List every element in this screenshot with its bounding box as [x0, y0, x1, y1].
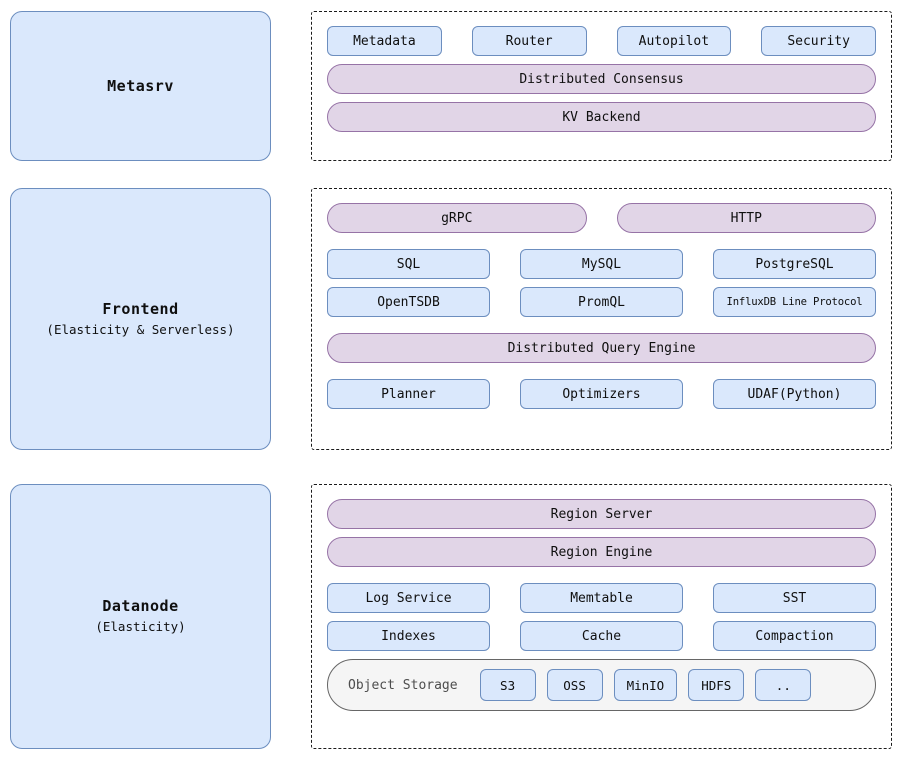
- object-storage-container: Object Storage S3 OSS MinIO HDFS ..: [327, 659, 876, 711]
- box-cache[interactable]: Cache: [520, 621, 683, 651]
- box-sql[interactable]: SQL: [327, 249, 490, 279]
- box-optimizers[interactable]: Optimizers: [520, 379, 683, 409]
- node-title: Frontend: [102, 299, 179, 318]
- object-storage-label: Object Storage: [348, 677, 458, 693]
- node-title: Metasrv: [107, 76, 174, 95]
- box-postgresql[interactable]: PostgreSQL: [713, 249, 876, 279]
- box-planner[interactable]: Planner: [327, 379, 490, 409]
- box-metadata[interactable]: Metadata: [327, 26, 442, 56]
- chip-hdfs[interactable]: HDFS: [688, 669, 745, 701]
- node-panel-datanode: Datanode (Elasticity): [10, 484, 271, 749]
- group-metasrv: Metadata Router Autopilot Security Distr…: [311, 11, 892, 161]
- row-storage-components-1: Log Service Memtable SST: [327, 583, 876, 613]
- box-http[interactable]: HTTP: [616, 203, 876, 233]
- row-kv-backend: KV Backend: [327, 102, 876, 132]
- group-frontend: gRPC HTTP SQL MySQL PostgreSQL OpenTSDB …: [311, 188, 892, 450]
- box-memtable[interactable]: Memtable: [520, 583, 683, 613]
- box-mysql[interactable]: MySQL: [520, 249, 683, 279]
- group-inner: Region Server Region Engine Log Service …: [327, 499, 876, 734]
- box-udaf-python[interactable]: UDAF(Python): [713, 379, 876, 409]
- node-panel-frontend: Frontend (Elasticity & Serverless): [10, 188, 271, 450]
- box-sst[interactable]: SST: [713, 583, 876, 613]
- box-autopilot[interactable]: Autopilot: [616, 26, 732, 56]
- node-subtitle: (Elasticity & Serverless): [46, 321, 235, 337]
- row-protocols-transport: gRPC HTTP: [327, 203, 876, 233]
- row-engine-components: Planner Optimizers UDAF(Python): [327, 379, 876, 409]
- row-distributed-consensus: Distributed Consensus: [327, 64, 876, 94]
- box-region-engine[interactable]: Region Engine: [327, 537, 876, 567]
- box-distributed-consensus[interactable]: Distributed Consensus: [327, 64, 876, 94]
- box-distributed-query-engine[interactable]: Distributed Query Engine: [327, 333, 876, 363]
- row-query-protocols-2: OpenTSDB PromQL InfluxDB Line Protocol: [327, 287, 876, 317]
- group-inner: Metadata Router Autopilot Security Distr…: [327, 26, 876, 146]
- chip-s3[interactable]: S3: [479, 669, 536, 701]
- box-opentsdb[interactable]: OpenTSDB: [327, 287, 490, 317]
- row-query-protocols-1: SQL MySQL PostgreSQL: [327, 249, 876, 279]
- box-grpc[interactable]: gRPC: [327, 203, 587, 233]
- box-influxdb-line-protocol[interactable]: InfluxDB Line Protocol: [713, 287, 876, 317]
- row-region-engine: Region Engine: [327, 537, 876, 567]
- row-region-server: Region Server: [327, 499, 876, 529]
- chip-minio[interactable]: MinIO: [613, 669, 678, 701]
- node-title: Datanode: [102, 597, 179, 616]
- row-storage-components-2: Indexes Cache Compaction: [327, 621, 876, 651]
- box-indexes[interactable]: Indexes: [327, 621, 490, 651]
- group-datanode: Region Server Region Engine Log Service …: [311, 484, 892, 749]
- chip-oss[interactable]: OSS: [546, 669, 603, 701]
- node-subtitle: (Elasticity): [95, 619, 186, 635]
- node-panel-metasrv: Metasrv: [10, 11, 271, 161]
- box-log-service[interactable]: Log Service: [327, 583, 490, 613]
- box-promql[interactable]: PromQL: [520, 287, 683, 317]
- row-distributed-query-engine: Distributed Query Engine: [327, 333, 876, 363]
- group-inner: gRPC HTTP SQL MySQL PostgreSQL OpenTSDB …: [327, 203, 876, 435]
- chip-more[interactable]: ..: [755, 669, 812, 701]
- box-region-server[interactable]: Region Server: [327, 499, 876, 529]
- box-kv-backend[interactable]: KV Backend: [327, 102, 876, 132]
- box-compaction[interactable]: Compaction: [713, 621, 876, 651]
- row-metasrv-services: Metadata Router Autopilot Security: [327, 26, 876, 56]
- box-router[interactable]: Router: [471, 26, 587, 56]
- box-security[interactable]: Security: [761, 26, 876, 56]
